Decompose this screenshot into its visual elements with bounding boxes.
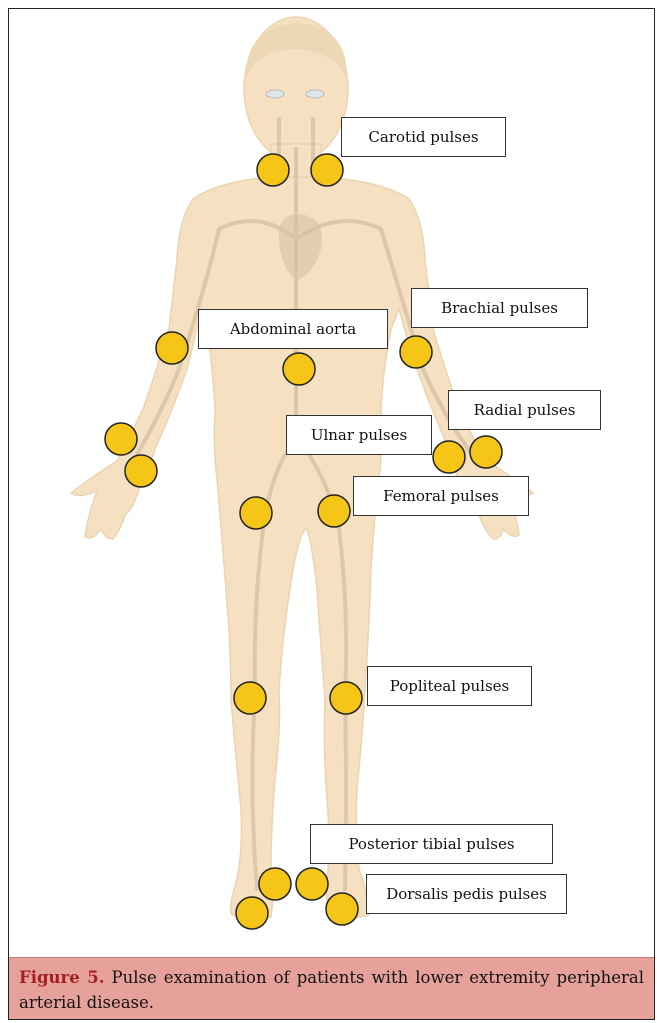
radial-pulse-left [470,436,502,468]
figure-caption: Figure 5. Pulse examination of patients … [9,957,654,1019]
right-eye [266,90,284,98]
label-ulnar: Ulnar pulses [286,415,432,455]
figure-frame: Carotid pulses Brachial pulses Abdominal… [8,8,655,1020]
radial-pulse-right [105,423,137,455]
caption-label: Figure 5. [19,968,104,987]
label-abdominal-aorta: Abdominal aorta [198,309,388,349]
dorsalis-pedis-pulse-right [236,897,268,929]
body-diagram: Carotid pulses Brachial pulses Abdominal… [9,9,654,957]
label-brachial: Brachial pulses [411,288,588,328]
posterior-tibial-pulse-left [296,868,328,900]
label-dorsalis-pedis: Dorsalis pedis pulses [366,874,567,914]
label-popliteal: Popliteal pulses [367,666,532,706]
femoral-pulse-right [240,497,272,529]
left-eye [306,90,324,98]
label-carotid: Carotid pulses [341,117,506,157]
caption-text: Pulse examination of patients with lower… [19,968,644,1012]
popliteal-pulse-right [234,682,266,714]
ulnar-pulse-left [433,441,465,473]
ulnar-pulse-right [125,455,157,487]
label-femoral: Femoral pulses [353,476,529,516]
carotid-pulse-left [311,154,343,186]
popliteal-pulse-left [330,682,362,714]
label-posterior-tibial: Posterior tibial pulses [310,824,553,864]
femoral-pulse-left [318,495,350,527]
dorsalis-pedis-pulse-left [326,893,358,925]
carotid-pulse-right [257,154,289,186]
posterior-tibial-pulse-right [259,868,291,900]
brachial-pulse-left [400,336,432,368]
label-radial: Radial pulses [448,390,601,430]
brachial-pulse-right [156,332,188,364]
anatomy-svg [9,9,654,957]
abdominal-aorta-pulse [283,353,315,385]
